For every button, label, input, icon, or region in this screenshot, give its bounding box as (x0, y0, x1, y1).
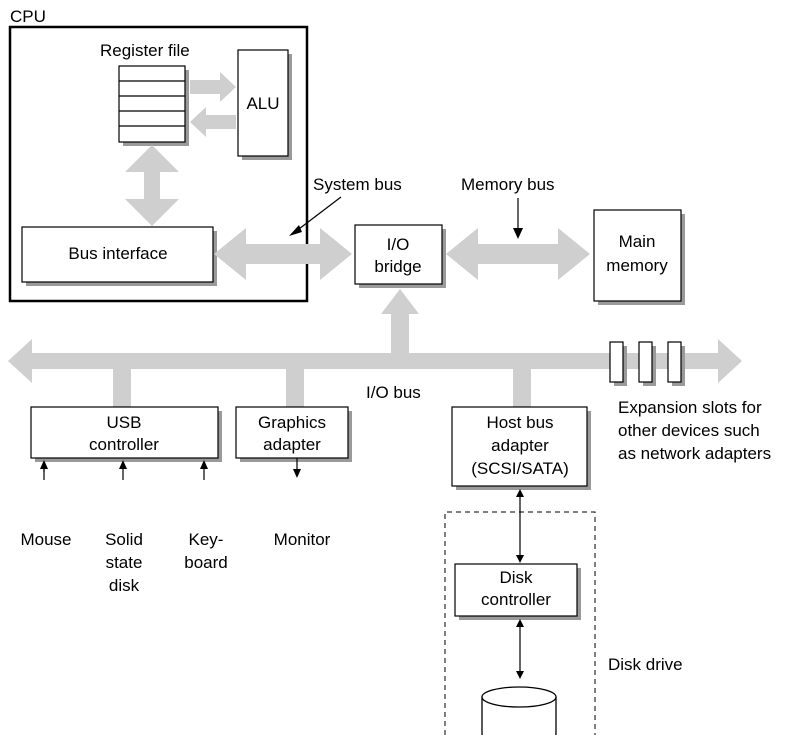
system-bus-pointer (294, 196, 342, 233)
host-bus-adapter-line2: adapter (491, 436, 549, 455)
io-bridge-box (354, 224, 446, 288)
alu-label: ALU (246, 94, 279, 113)
regfile-businterface-arrow (125, 145, 179, 226)
cpu-box (8, 25, 309, 303)
usb-controller-line1: USB (107, 413, 142, 432)
disk-cylinder-icon (481, 686, 557, 735)
memory-bus-pointer-head (513, 228, 523, 239)
disk-controller-line1: Disk (499, 568, 533, 587)
system-bus-label: System bus (313, 175, 402, 194)
controller-disk-head-down (516, 671, 524, 679)
expansion-slots-line2: other devices such (618, 421, 760, 440)
expansion-slots-line3: as network adapters (618, 444, 771, 463)
ssd-line1: Solid (105, 530, 143, 549)
io-bus-label: I/O bus (366, 383, 421, 402)
mouse-arrow-head (40, 460, 48, 469)
graphics-adapter-line2: adapter (263, 435, 321, 454)
disk-controller-box (454, 563, 581, 620)
main-memory-box (593, 209, 685, 305)
mouse-label: Mouse (20, 530, 71, 549)
alu-box (237, 49, 292, 160)
host-bus-adapter-box (451, 406, 591, 490)
usb-controller-line2: controller (89, 435, 159, 454)
expansion-slots (609, 341, 685, 386)
keyboard-arrow-head (200, 460, 208, 469)
io-bus-arrow (8, 339, 742, 383)
host-bus-adapter-line3: (SCSI/SATA) (471, 459, 569, 478)
cpu-label: CPU (10, 7, 46, 26)
regfile-to-alu-arrow (190, 72, 236, 102)
hba-disk-controller-head-down (516, 555, 524, 563)
io-bus-to-bridge-arrow (381, 289, 419, 355)
usb-controller-box (30, 406, 222, 462)
register-file-label: Register file (100, 41, 190, 60)
alu-to-regfile-arrow (190, 107, 236, 137)
bus-interface-label: Bus interface (68, 244, 167, 263)
ssd-line3: disk (109, 576, 140, 595)
expansion-slots-line1: Expansion slots for (618, 398, 762, 417)
main-memory-line1: Main (619, 232, 656, 251)
ssd-arrow-head (119, 460, 127, 469)
system-bus-arrow (214, 228, 352, 280)
graphics-adapter-line1: Graphics (258, 413, 326, 432)
keyboard-line1: Key- (189, 530, 224, 549)
disk-controller-line2: controller (481, 590, 551, 609)
main-memory-line2: memory (606, 256, 668, 275)
system-bus-pointer-head (289, 225, 302, 236)
host-bus-adapter-line1: Host bus (486, 413, 553, 432)
hba-disk-controller-head-up (516, 489, 524, 497)
controller-disk-head-up (516, 619, 524, 627)
memory-bus-arrow (446, 228, 590, 280)
monitor-label: Monitor (274, 530, 331, 549)
io-bridge-line1: I/O (387, 235, 410, 254)
memory-bus-label: Memory bus (461, 175, 555, 194)
monitor-arrow-head (293, 469, 301, 478)
io-bridge-line2: bridge (374, 257, 421, 276)
disk-drive-label: Disk drive (608, 655, 683, 674)
register-file (118, 65, 189, 146)
graphics-adapter-box (235, 406, 352, 462)
bus-interface-box (21, 226, 217, 286)
keyboard-line2: board (184, 553, 227, 572)
ssd-line2: state (106, 553, 143, 572)
